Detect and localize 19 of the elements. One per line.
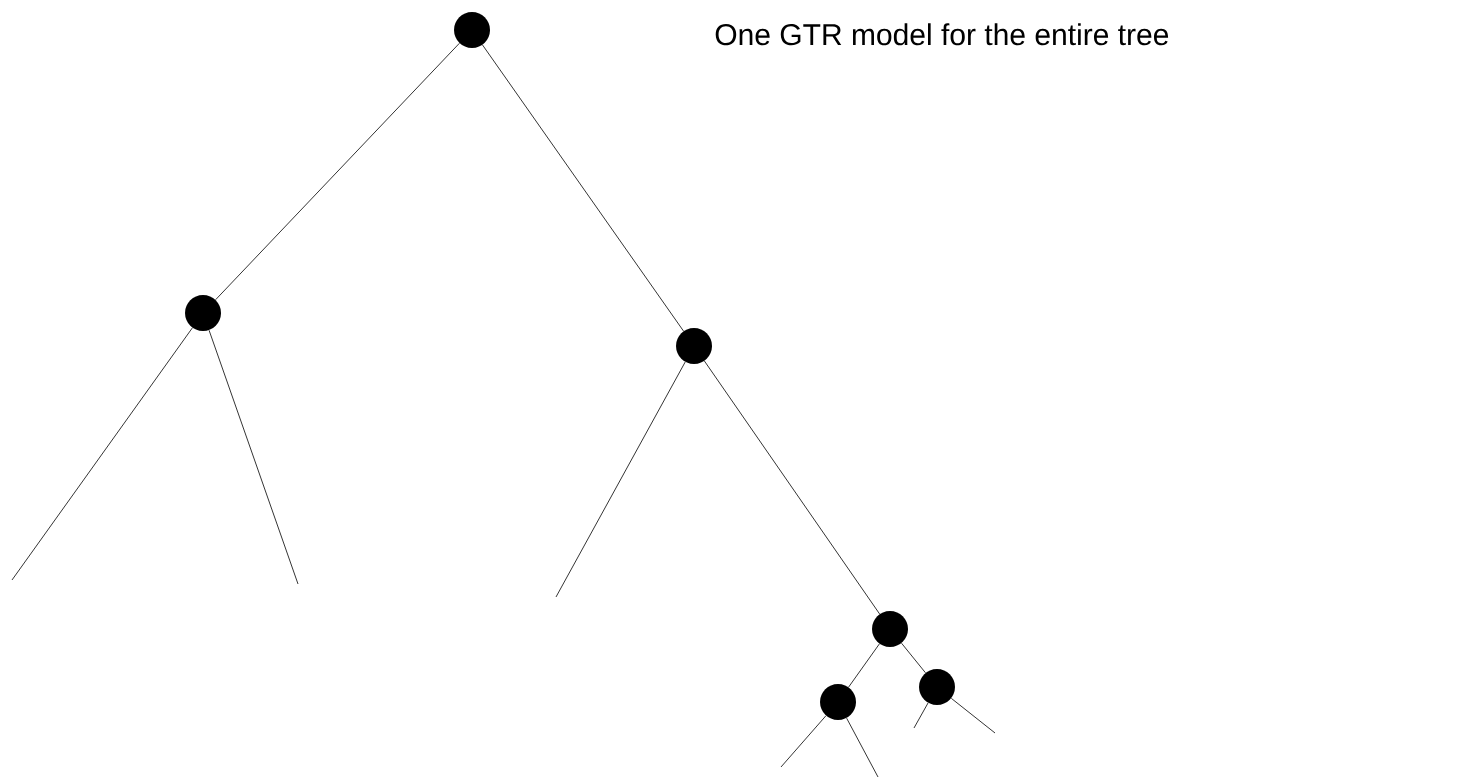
tree-node <box>919 669 955 705</box>
branch-line <box>555 361 686 598</box>
branch-line <box>846 717 879 778</box>
tree-node <box>872 611 908 647</box>
branch-line <box>11 327 193 581</box>
tree-node <box>676 328 712 364</box>
tree-node <box>454 12 490 48</box>
branch-line <box>848 643 880 688</box>
branch-line <box>901 642 926 674</box>
title: One GTR model for the entire tree <box>715 23 1169 46</box>
branch-line <box>482 44 684 332</box>
branch-line <box>704 360 880 615</box>
branch-line <box>215 42 460 301</box>
branch-line <box>950 697 996 734</box>
branch-line <box>780 715 827 768</box>
tree-node <box>820 684 856 720</box>
branch-line <box>913 702 929 729</box>
branch-line <box>208 329 299 585</box>
tree-node <box>185 295 221 331</box>
